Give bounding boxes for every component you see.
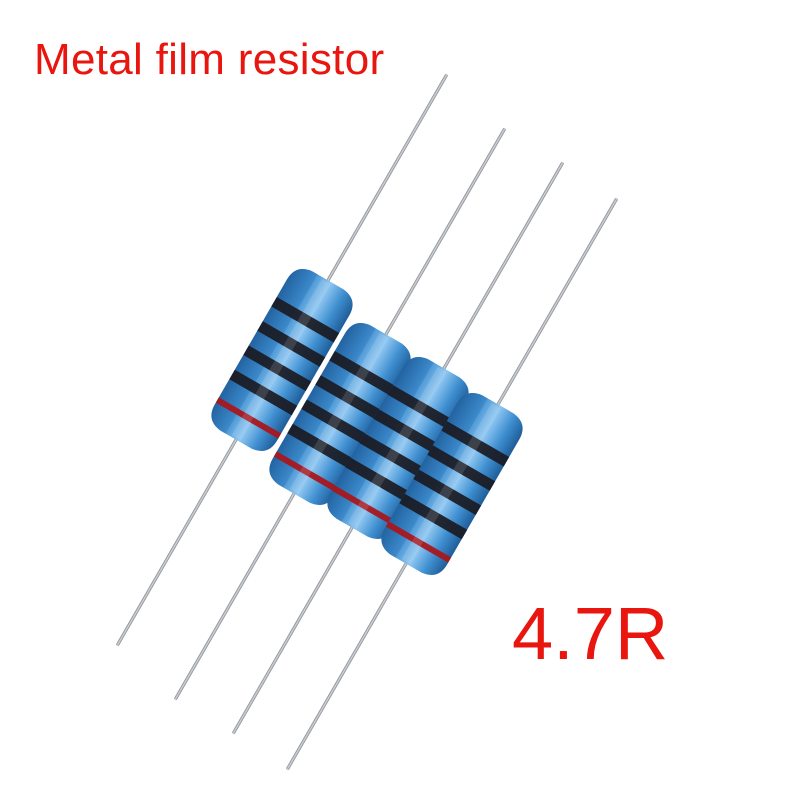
resistance-value-label: 4.7R bbox=[512, 592, 669, 675]
product-title: Metal film resistor bbox=[34, 35, 385, 84]
